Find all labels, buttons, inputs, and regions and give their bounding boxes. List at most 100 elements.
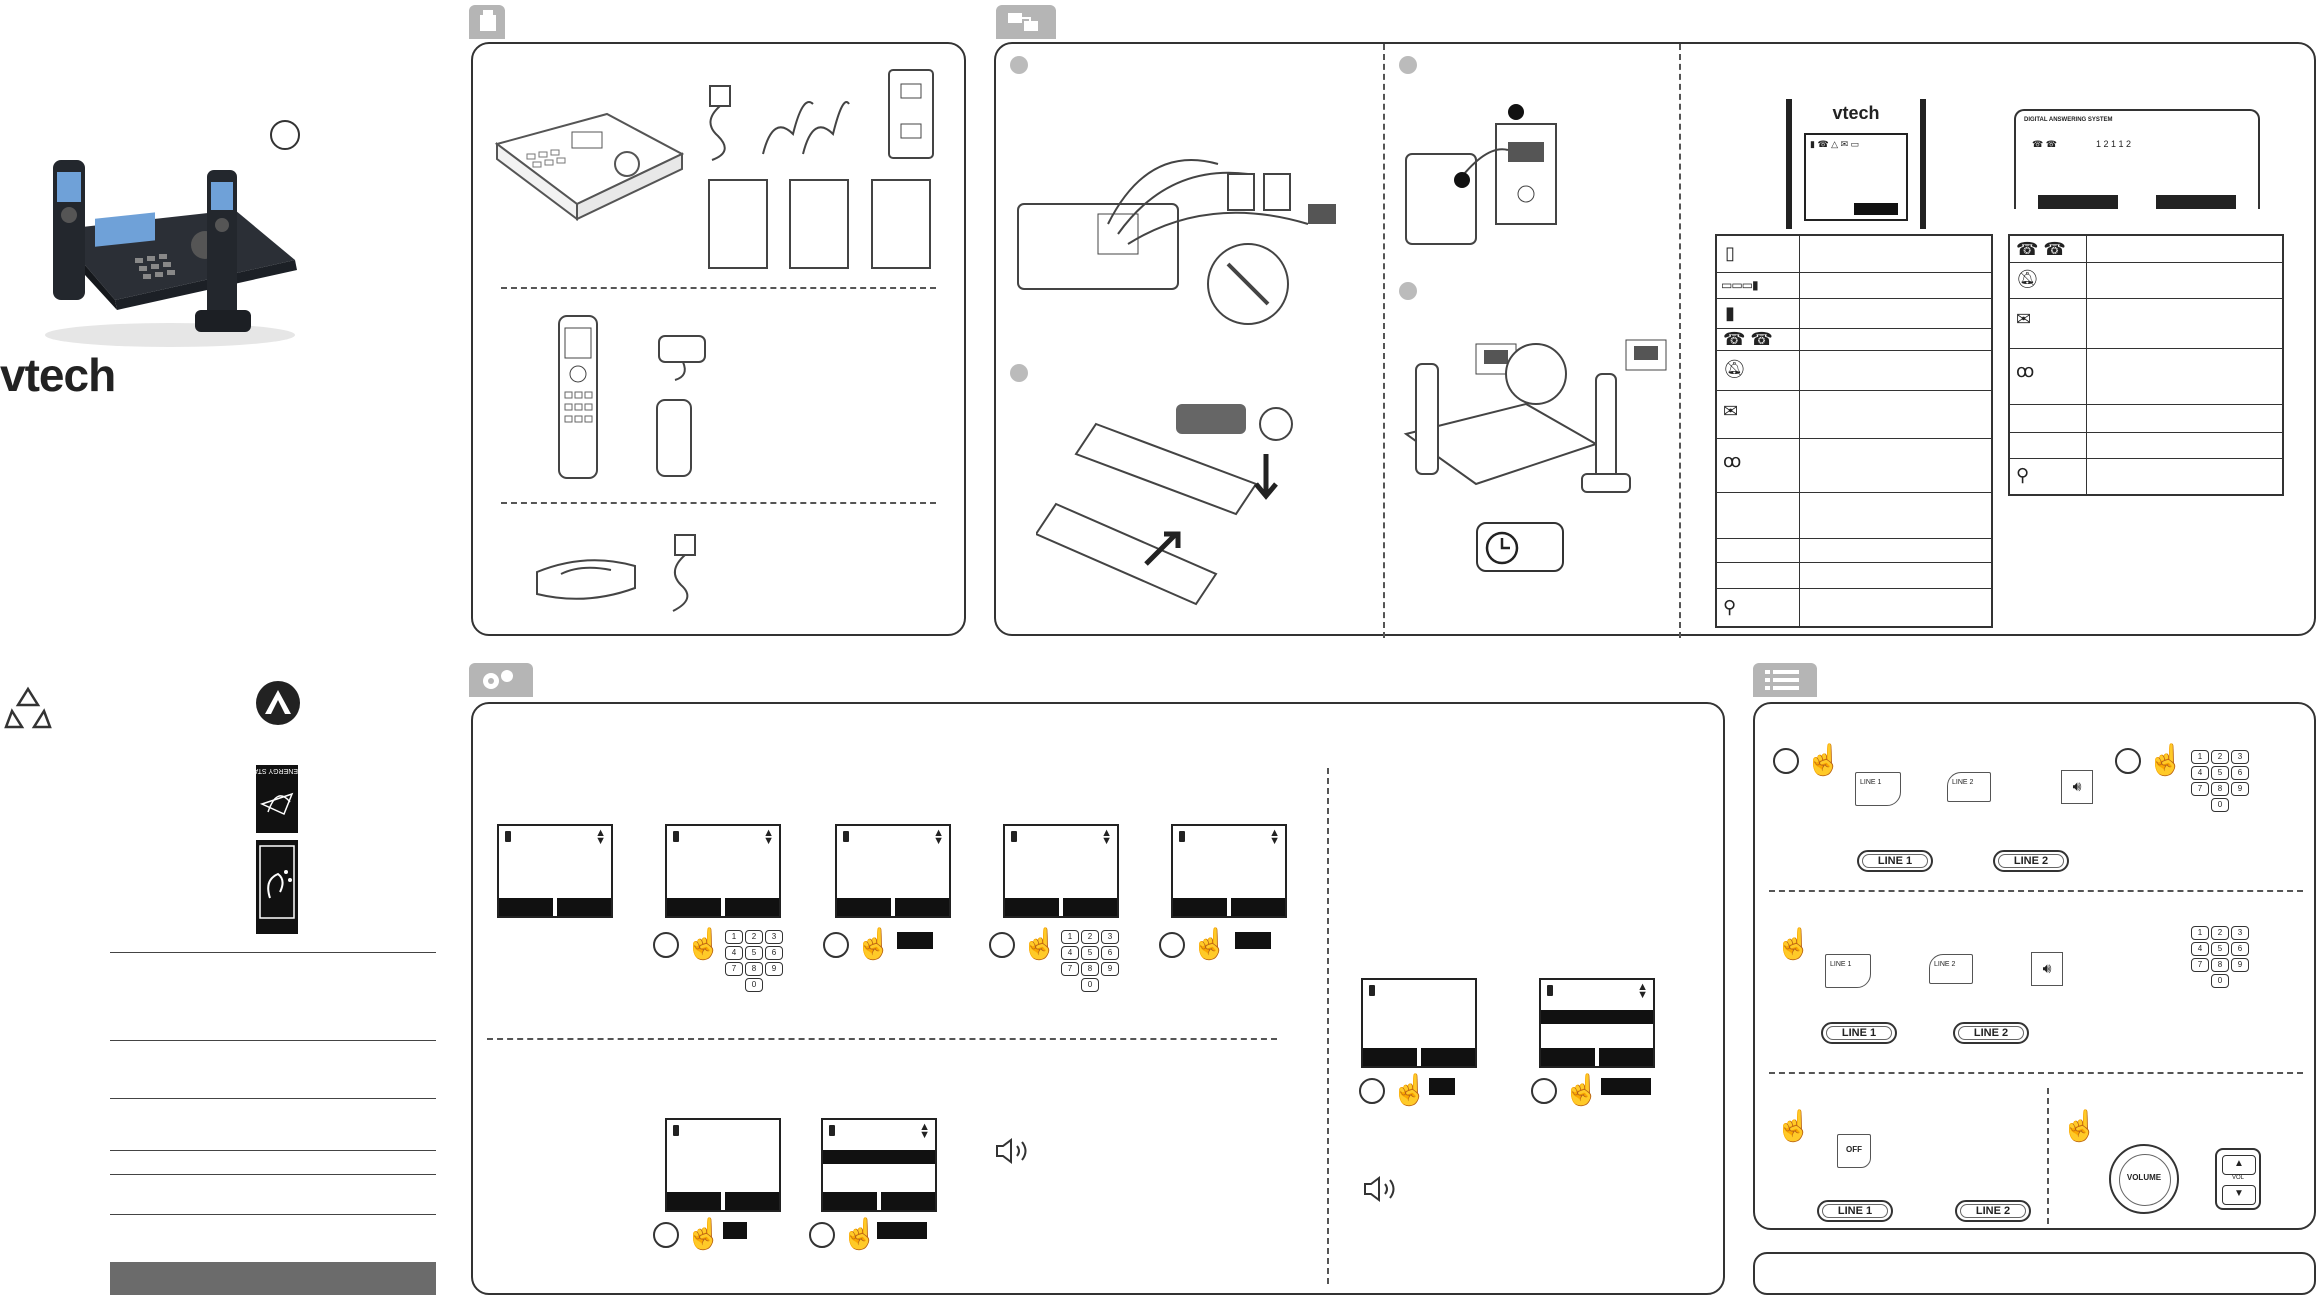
hand-icon: ☝: [685, 928, 723, 961]
step-3-marker: [1399, 56, 1417, 74]
section-divider: [487, 1038, 1277, 1040]
base-display-status: 1 2 1 1 2: [2096, 139, 2132, 149]
volume-rocker[interactable]: ▲ VOL ▼: [2215, 1148, 2261, 1210]
base-station-illustration: [494, 112, 685, 221]
volume-label: VOLUME: [2126, 1173, 2162, 1182]
setup-screen-2: ▲▼: [665, 824, 781, 918]
charge-time-box: [1476, 522, 1564, 572]
ringer-off-icon: 🔕︎: [1723, 359, 1746, 379]
battery-installation-illustration: [1036, 404, 1293, 606]
brand-logo: vtech: [0, 349, 116, 401]
softkey[interactable]: [1429, 1078, 1455, 1095]
line2-flash-key[interactable]: LINE 2: [1929, 954, 1973, 984]
softkey[interactable]: [877, 1222, 927, 1239]
step-2-marker: [1010, 364, 1028, 382]
line1-button[interactable]: LINE 1: [1817, 1200, 1893, 1222]
step-marker: [809, 1222, 835, 1248]
phone-icon: ☎ ☎: [1723, 329, 1773, 349]
plug-icon: [1008, 13, 1038, 31]
hand-icon: ☝: [841, 1218, 879, 1251]
charger-adapter-illustration: [672, 534, 696, 612]
handset-display-logo: vtech: [1832, 103, 1880, 123]
telephone-line-connection-illustration: [1017, 159, 1336, 325]
battery-charging-icon: ▭▭▭▮: [1721, 278, 1759, 292]
vol-label: VOL: [2231, 1175, 2244, 1181]
hand-icon: ☝: [855, 928, 893, 961]
softkey[interactable]: [723, 1222, 747, 1239]
line2-button[interactable]: LINE 2: [1993, 850, 2069, 872]
line1-button[interactable]: LINE 1: [1857, 850, 1933, 872]
speaker-icon: [1364, 1176, 1395, 1202]
hand-icon: ☝: [1805, 744, 1843, 777]
softkey[interactable]: [1601, 1078, 1651, 1095]
line2-flash-key[interactable]: LINE 2: [1947, 772, 1991, 802]
line1-flash-key[interactable]: LINE 1: [1855, 772, 1901, 806]
contents-panel: [471, 42, 966, 636]
hand-icon: ☝: [1021, 928, 1059, 961]
line2-button[interactable]: LINE 2: [1953, 1022, 2029, 1044]
hand-icon: ☝: [685, 1218, 723, 1251]
speaker-key[interactable]: 🔊︎: [2061, 770, 2093, 804]
step-marker: [653, 932, 679, 958]
installation-panel: vtech ▮ ☎ △ ✉ ▭ ▯ ▭▭▭▮ ▮ ☎ ☎ 🔕︎ ✉ ꝏ ⚲ DI…: [994, 42, 2316, 638]
warranty-booklet: [871, 179, 931, 269]
line1-button[interactable]: LINE 1: [1821, 1022, 1897, 1044]
voicemail-icon: ꝏ: [2016, 361, 2035, 381]
clock-icon: [1485, 531, 1519, 565]
column-divider: [2047, 1088, 2049, 1224]
envelope-icon: ✉: [2016, 309, 2032, 329]
divider: [110, 952, 436, 953]
step-marker: [1773, 748, 1799, 774]
step-marker: [1159, 932, 1185, 958]
softkey[interactable]: [897, 932, 933, 949]
softkey[interactable]: [1235, 932, 1271, 949]
step-marker: [1359, 1078, 1385, 1104]
base-display-label: DIGITAL ANSWERING SYSTEM: [2024, 117, 2113, 123]
column-divider: [1327, 768, 1329, 1284]
tab-installation: [996, 5, 1056, 39]
charge-handsets-illustration: [1403, 339, 1667, 493]
wall-mount-bracket-illustration: [888, 69, 934, 159]
speaker-key[interactable]: 🔊︎: [2031, 952, 2063, 986]
section-divider: [501, 502, 936, 504]
base-icon-legend: ☎ ☎ 🔕︎ ✉ ꝏ ⚲: [2008, 234, 2284, 496]
cover-column: vtech ENERGY STAR: [0, 0, 436, 1295]
envelope-icon: ✉: [1723, 401, 1739, 421]
tab-setup: [469, 663, 533, 697]
hand-icon: ☝: [1191, 928, 1229, 961]
setup-screen-8: [1361, 978, 1477, 1068]
footer-bar: [110, 1262, 436, 1295]
volume-dial[interactable]: VOLUME: [2109, 1144, 2179, 1214]
setup-screen-3: ▲▼: [835, 824, 951, 918]
hand-icon: ☝: [1391, 1074, 1429, 1107]
off-key[interactable]: OFF: [1837, 1134, 1871, 1168]
tab-contents: [469, 5, 505, 39]
step-marker: [653, 1222, 679, 1248]
handset-display-screen: ▮ ☎ △ ✉ ▭: [1804, 133, 1908, 221]
telephone-cords-illustration: [762, 101, 850, 155]
line2-button[interactable]: LINE 2: [1955, 1200, 2031, 1222]
step-marker: [2115, 748, 2141, 774]
recycle-icon: [4, 686, 52, 729]
setup-screen-6: [665, 1118, 781, 1212]
hand-icon: ☝: [1563, 1074, 1601, 1107]
battery-empty-icon: ▯: [1725, 243, 1735, 263]
divider: [110, 1040, 436, 1041]
hand-icon: ☝: [2147, 744, 2185, 777]
section-divider: [1769, 1072, 2303, 1074]
product-photo: [45, 160, 297, 347]
divider: [110, 1174, 436, 1175]
step-marker: [1531, 1078, 1557, 1104]
divider: [110, 1214, 436, 1215]
line1-flash-key[interactable]: LINE 1: [1825, 954, 1871, 988]
energy-star-badge: ENERGY STAR: [248, 765, 298, 833]
setup-screen-7: ▲▼: [821, 1118, 937, 1212]
quick-start-booklet: [789, 179, 849, 269]
divider: [110, 1150, 436, 1151]
step-marker: [823, 932, 849, 958]
search-icon: ⚲: [2016, 465, 2030, 485]
